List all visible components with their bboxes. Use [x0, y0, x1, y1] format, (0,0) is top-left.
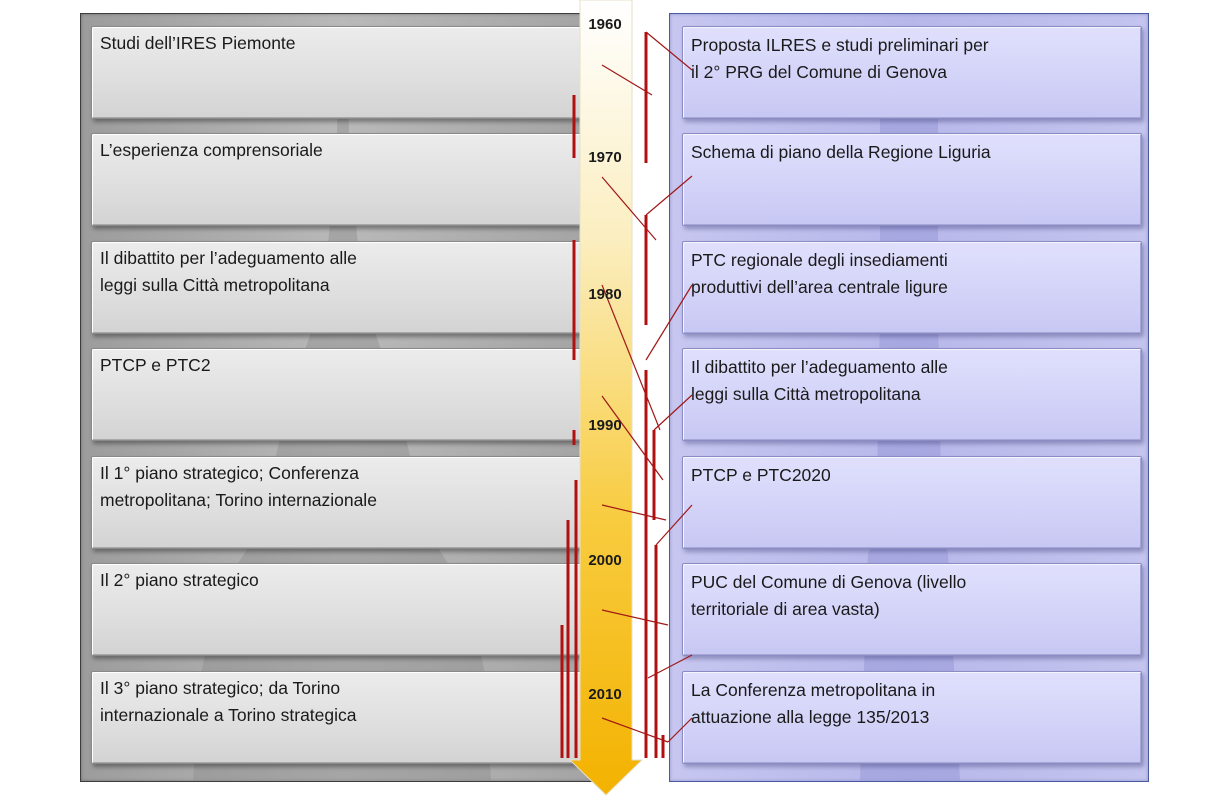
left-item-label: Il 2° piano strategico: [100, 570, 259, 590]
right-item-label: PTCP e PTC2020: [691, 465, 831, 485]
left-item-label: Il 3° piano strategico; da Torino intern…: [100, 678, 357, 725]
left-item-second-strategic-plan: Il 2° piano strategico: [91, 563, 603, 656]
left-panel: Studi dell’IRES Piemonte L’esperienza co…: [80, 13, 606, 782]
left-item-label: L’esperienza comprensoriale: [100, 140, 323, 160]
right-item-label: PUC del Comune di Genova (livello territ…: [691, 572, 967, 619]
year-label: 2010: [588, 686, 622, 703]
left-item-ptcp-ptc2: PTCP e PTC2: [91, 348, 603, 441]
year-label: 1990: [588, 417, 622, 434]
year-label: 1970: [588, 149, 622, 166]
left-item-label: Il dibattito per l’adeguamento alle legg…: [100, 248, 357, 295]
year-label: 2000: [588, 552, 622, 569]
right-panel: Proposta ILRES e studi preliminari per i…: [669, 13, 1149, 782]
right-item-ilres-proposal: Proposta ILRES e studi preliminari per i…: [682, 26, 1142, 119]
left-item-third-strategic-plan: Il 3° piano strategico; da Torino intern…: [91, 671, 603, 764]
left-item-citta-metropolitana-debate: Il dibattito per l’adeguamento alle legg…: [91, 241, 603, 334]
right-item-ptcp-ptc2020: PTCP e PTC2020: [682, 456, 1142, 549]
left-item-comprensoriale: L’esperienza comprensoriale: [91, 133, 603, 226]
right-item-citta-metropolitana-debate: Il dibattito per l’adeguamento alle legg…: [682, 348, 1142, 441]
left-diagonal-connectors: [601, 64, 669, 743]
year-label: 1980: [588, 286, 622, 303]
right-item-label: Il dibattito per l’adeguamento alle legg…: [691, 357, 948, 404]
right-item-puc-genova: PUC del Comune di Genova (livello territ…: [682, 563, 1142, 656]
right-item-regione-liguria-plan: Schema di piano della Regione Liguria: [682, 133, 1142, 226]
left-item-first-strategic-plan: Il 1° piano strategico; Conferenza metro…: [91, 456, 603, 549]
right-item-label: La Conferenza metropolitana in attuazion…: [691, 680, 936, 727]
left-item-label: Studi dell’IRES Piemonte: [100, 33, 296, 53]
right-period-bars: [644, 32, 665, 758]
left-item-ires-studies: Studi dell’IRES Piemonte: [91, 26, 603, 119]
right-item-conferenza-metropolitana: La Conferenza metropolitana in attuazion…: [682, 671, 1142, 764]
year-label: 1960: [588, 16, 622, 33]
right-item-ptc-regionale: PTC regionale degli insediamenti produtt…: [682, 241, 1142, 334]
left-item-label: Il 1° piano strategico; Conferenza metro…: [100, 463, 377, 510]
right-item-label: Proposta ILRES e studi preliminari per i…: [691, 35, 989, 82]
left-item-label: PTCP e PTC2: [100, 355, 211, 375]
right-item-label: Schema di piano della Regione Liguria: [691, 142, 991, 162]
right-item-label: PTC regionale degli insediamenti produtt…: [691, 250, 948, 297]
